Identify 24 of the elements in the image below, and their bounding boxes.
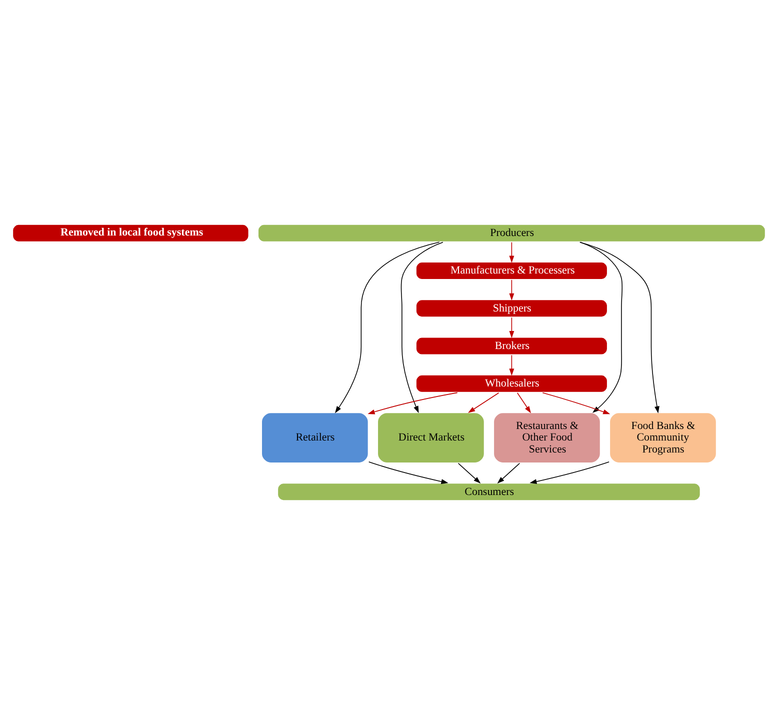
- arrow: [400, 241, 444, 413]
- arrow: [497, 462, 520, 484]
- arrow: [368, 392, 458, 414]
- node-box: Shippers: [414, 298, 608, 318]
- node-box: Manufacturers & Processers: [414, 260, 608, 280]
- node-box: Restaurants & Other Food Services: [492, 411, 602, 464]
- node-box: Brokers: [414, 336, 608, 356]
- node-box: Food Banks & Community Programs: [608, 411, 718, 464]
- arrow: [516, 392, 531, 413]
- arrow: [509, 354, 514, 376]
- node-box: Producers: [256, 222, 766, 242]
- arrow: [468, 392, 500, 412]
- arrow: [368, 460, 448, 484]
- node-box: Consumers: [276, 482, 702, 502]
- arrow: [334, 241, 440, 413]
- arrow: [509, 316, 514, 338]
- node-box: Wholesalers: [414, 373, 608, 393]
- arrow: [509, 279, 514, 300]
- arrow: [509, 241, 514, 262]
- node-box: Retailers: [260, 411, 370, 464]
- node-box: Direct Markets: [376, 411, 486, 464]
- arrow: [458, 462, 481, 484]
- node-box: Removed in local food systems: [12, 222, 250, 242]
- arrow: [530, 460, 610, 484]
